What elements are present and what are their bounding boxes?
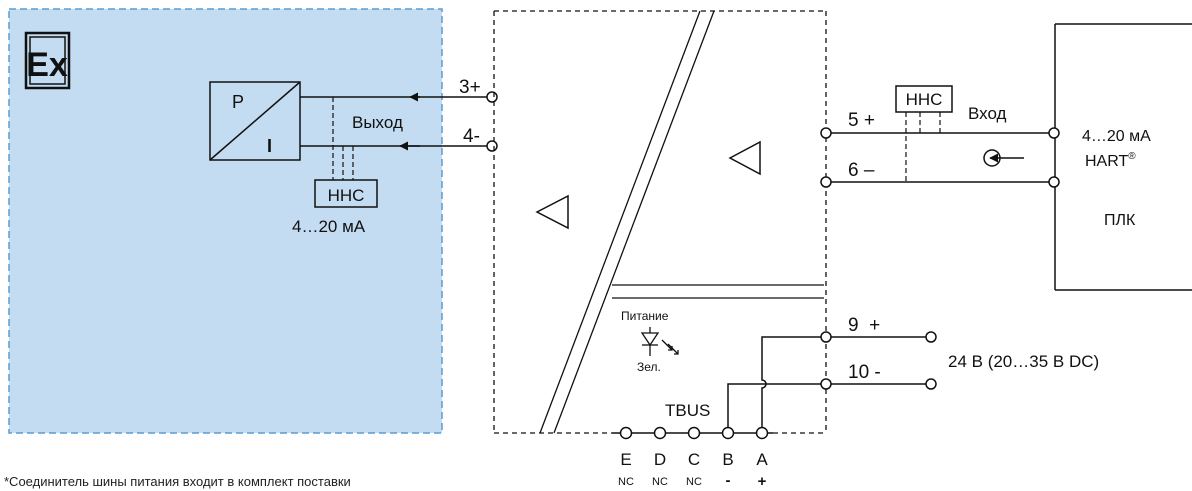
- range-label-left: 4…20 мА: [292, 217, 366, 236]
- tbus-label: TBUS: [665, 401, 710, 420]
- triangle-right: [728, 140, 761, 176]
- bus-pin-letter: A: [756, 450, 768, 469]
- terminal-5: [820, 127, 832, 139]
- hhc-label-right: ННС: [906, 90, 943, 109]
- supply-terminal-plus: [925, 331, 937, 343]
- output-label: Выход: [352, 113, 403, 132]
- bus-pin-d: [653, 426, 667, 440]
- bus-pin-sub: +: [758, 473, 767, 490]
- ex-mark: Ex: [24, 31, 71, 90]
- transmitter-i-label: I: [267, 136, 272, 156]
- terminal-3-label: 3+: [459, 77, 481, 98]
- terminal-6-label: 6 –: [848, 160, 875, 181]
- terminal-3: [486, 91, 498, 103]
- triangle-left: [535, 194, 569, 230]
- terminal-10-label: 10 -: [848, 362, 881, 383]
- terminal-6: [820, 176, 832, 188]
- hhc-box-left: [314, 179, 378, 208]
- bus-pin-letter: C: [688, 450, 700, 469]
- hhc-box-right: [895, 85, 953, 113]
- bus-pin-sub: -: [726, 472, 731, 489]
- plc-label: ПЛК: [1104, 212, 1136, 229]
- bus-pin-e: [619, 426, 633, 440]
- bus-connector: [619, 426, 769, 440]
- ex-mark-text: Ex: [26, 46, 68, 84]
- current-source-icon: [983, 149, 1024, 167]
- plc-block: [1054, 23, 1192, 291]
- bus-pin-sub: NC: [618, 476, 634, 488]
- terminal-10: [820, 378, 832, 390]
- led-icon: [640, 327, 679, 356]
- bus-pin-letter: D: [654, 450, 666, 469]
- transmitter-p-label: P: [232, 92, 244, 112]
- bus-pin-letter: E: [620, 450, 631, 469]
- terminal-4-label: 4-: [463, 126, 480, 147]
- terminal-9-label: 9 +: [848, 315, 880, 336]
- bus-pin-sub: NC: [686, 476, 702, 488]
- isolator-module: [493, 10, 827, 434]
- hhc-label-left: ННС: [328, 186, 365, 205]
- bus-pin-sub: NC: [652, 476, 668, 488]
- transmitter-pi: P I: [209, 81, 301, 161]
- supply-terminal-minus: [925, 378, 937, 390]
- plc-terminal-plus: [1048, 127, 1060, 139]
- hazardous-area: [8, 8, 443, 434]
- terminal-5-label: 5 +: [848, 110, 875, 131]
- plc-terminal-minus: [1048, 176, 1060, 188]
- footnote: *Соединитель шины питания входит в компл…: [4, 474, 351, 489]
- terminal-9: [820, 331, 832, 343]
- bus-pin-letter: B: [722, 450, 733, 469]
- terminal-4: [486, 140, 498, 152]
- input-label: Вход: [968, 104, 1007, 123]
- power-indicator-label: Питание: [621, 309, 669, 323]
- hart-label: HART®: [1085, 151, 1136, 170]
- supply-label: 24 В (20…35 В DC): [948, 352, 1099, 371]
- bus-pin-c: [687, 426, 701, 440]
- range-label-plc: 4…20 мА: [1082, 128, 1151, 145]
- power-color-label: Зел.: [637, 360, 661, 374]
- bus-pin-b: [721, 426, 735, 440]
- bus-pin-a: [755, 426, 769, 440]
